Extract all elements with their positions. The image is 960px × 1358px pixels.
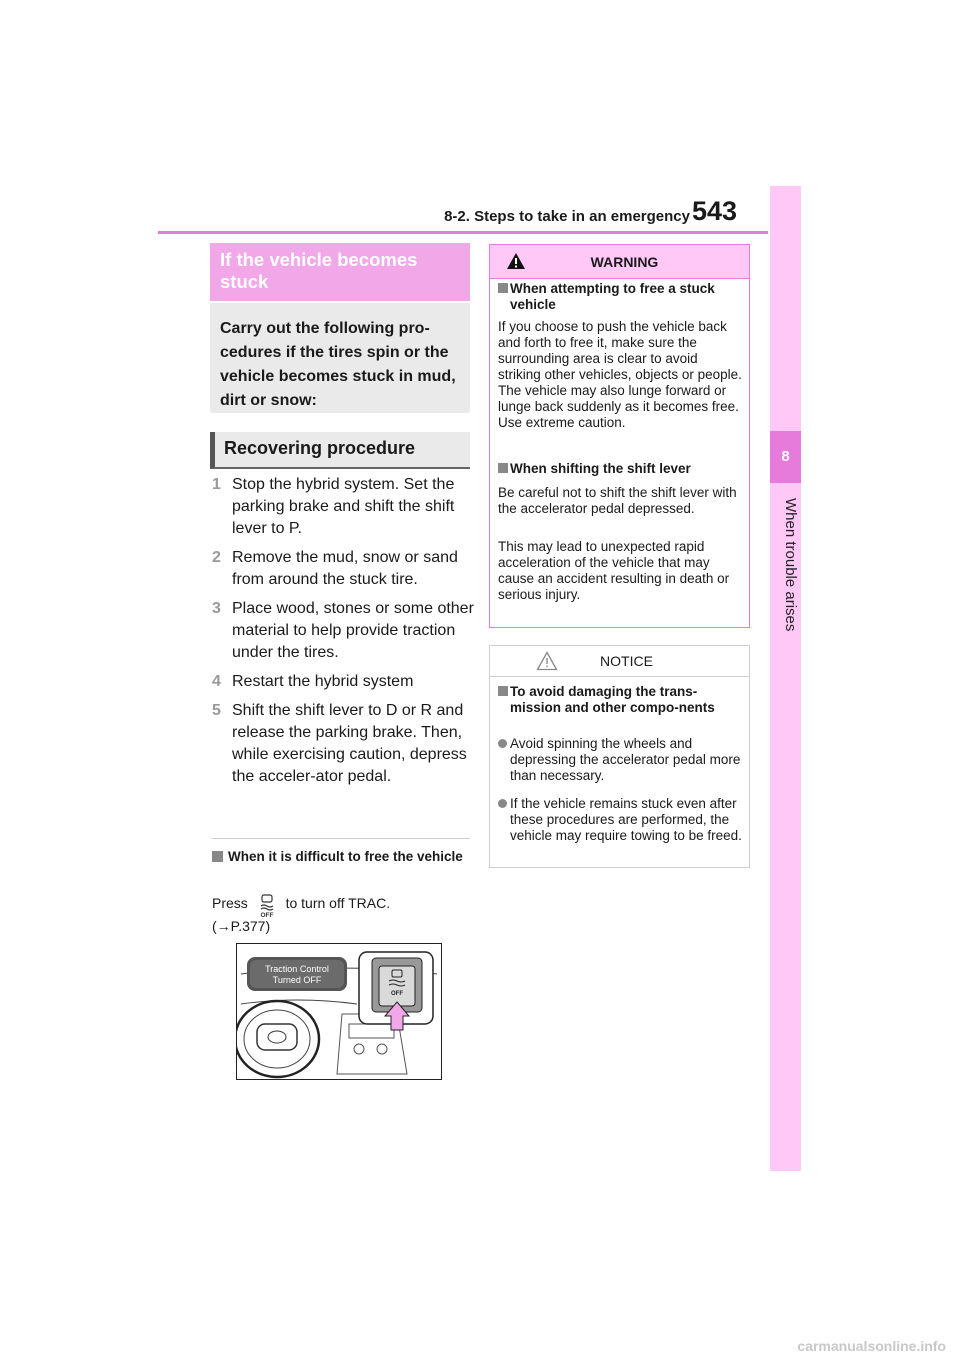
square-bullet-icon <box>498 686 508 696</box>
warning-paragraph: Be careful not to shift the shift lever … <box>498 485 737 516</box>
header-rule <box>158 231 768 234</box>
notice-bullet-text: If the vehicle remains stuck even after … <box>510 796 742 843</box>
display-text-line2: Turned OFF <box>273 975 322 985</box>
step-text: Restart the hybrid system <box>232 673 414 690</box>
notice-bullet: If the vehicle remains stuck even after … <box>498 796 742 844</box>
intro-text: Carry out the following pro-cedures if t… <box>210 303 470 413</box>
display-text-line1: Traction Control <box>265 964 329 974</box>
round-bullet-icon <box>498 739 507 748</box>
notice-bullet: Avoid spinning the wheels and depressing… <box>498 736 742 784</box>
step-number: 1 <box>212 476 221 493</box>
press-text: Press <box>212 895 248 911</box>
svg-text:OFF: OFF <box>391 991 403 997</box>
dashboard-illustration: Traction Control Turned OFF OFF <box>233 943 442 1080</box>
warning-paragraph: This may lead to unexpected rapid accele… <box>498 539 730 602</box>
notice-bullet-text: Avoid spinning the wheels and depressing… <box>510 736 741 783</box>
square-bullet-icon <box>498 283 508 293</box>
square-bullet-icon <box>212 851 223 862</box>
chapter-number: 8 <box>770 431 801 483</box>
notice-box: NOTICE To avoid damaging the trans-missi… <box>489 645 750 868</box>
page-number: 543 <box>692 196 738 226</box>
page-reference[interactable]: (→P.377) <box>212 918 271 934</box>
step-item: 5 Shift the shift lever to D or R and rel… <box>212 700 474 788</box>
warning-subtitle: When attempting to free a stuck vehicle <box>498 281 738 313</box>
dashboard-drawing: Traction Control Turned OFF OFF <box>233 951 438 1079</box>
notice-title: NOTICE <box>600 653 653 669</box>
step-text: Place wood, stones or some other materia… <box>232 600 474 661</box>
warning-box: WARNING When attempting to free a stuck … <box>489 244 750 628</box>
step-number: 5 <box>212 702 221 719</box>
step-item: 1 Stop the hybrid system. Set the parking… <box>212 474 474 540</box>
note-title-text: When it is difficult to free the vehicle <box>228 849 463 864</box>
recovering-heading: Recovering procedure <box>210 432 470 469</box>
step-item: 3 Place wood, stones or some other materi… <box>212 598 474 664</box>
round-bullet-icon <box>498 799 507 808</box>
footer-watermark: carmanualsonline.info <box>797 1338 946 1354</box>
step-text: Remove the mud, snow or sand from around… <box>232 549 458 588</box>
step-text: Stop the hybrid system. Set the parking … <box>232 476 455 537</box>
steps-list: 1 Stop the hybrid system. Set the parking… <box>212 474 474 795</box>
warning-header: WARNING <box>490 245 749 279</box>
warning-subtitle-text: When attempting to free a stuck vehicle <box>510 281 715 312</box>
step-number: 3 <box>212 600 221 617</box>
warning-subtitle-text: When shifting the shift lever <box>510 461 691 476</box>
warning-subtitle: When shifting the shift lever <box>498 461 738 477</box>
section-title: 8-2. Steps to take in an emergency <box>444 208 690 225</box>
turn-off-text: to turn off TRAC. <box>285 895 391 911</box>
trac-off-icon: OFF <box>260 894 273 918</box>
stuck-heading: If the vehicle becomes stuck <box>210 243 470 301</box>
notice-subtitle: To avoid damaging the trans-mission and … <box>498 684 738 716</box>
note-body: Press OFF to turn off TRAC. (→P.377) <box>212 894 470 934</box>
step-number: 4 <box>212 673 221 690</box>
warning-triangle-icon <box>507 253 525 269</box>
notice-subtitle-text: To avoid damaging the trans-mission and … <box>510 684 715 715</box>
warning-paragraph: If you choose to push the vehicle back a… <box>498 319 742 430</box>
chapter-side-tab[interactable]: 8 When trouble arises <box>770 186 801 1171</box>
step-number: 2 <box>212 549 221 566</box>
notice-header: NOTICE <box>490 646 749 677</box>
note-title: When it is difficult to free the vehicle <box>212 849 470 865</box>
chapter-label: When trouble arises <box>782 498 799 632</box>
square-bullet-icon <box>498 463 508 473</box>
svg-text:OFF: OFF <box>260 912 273 918</box>
step-text: Shift the shift lever to D or R and rele… <box>232 702 467 785</box>
step-item: 4 Restart the hybrid system <box>212 671 474 693</box>
caution-triangle-icon <box>536 651 558 671</box>
warning-title: WARNING <box>590 254 659 270</box>
step-item: 2 Remove the mud, snow or sand from aroun… <box>212 547 474 591</box>
section-divider <box>212 838 470 839</box>
